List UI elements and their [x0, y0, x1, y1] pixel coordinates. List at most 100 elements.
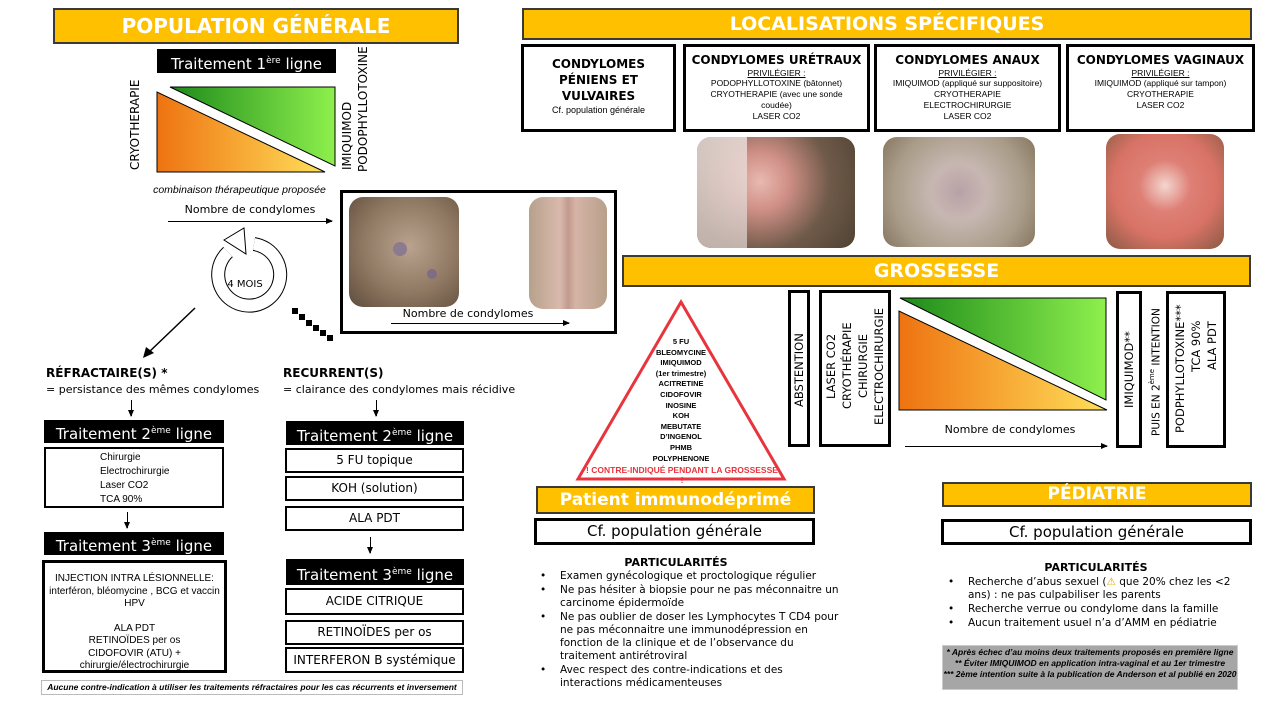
first-line-text: Traitement 1	[170, 55, 267, 73]
first-line-gradient-diagram	[156, 86, 336, 173]
card-item: PODOPHYLLOTOXINE (bâtonnet)	[710, 78, 843, 88]
recurrent-item-box: ALA PDT	[285, 506, 464, 531]
card-title: CONDYLOMES VAGINAUX	[1076, 53, 1245, 67]
card-item: CRYOTHERAPIE (avec une sonde coudée)	[710, 89, 843, 110]
combination-note: combinaison thérapeutique proposée	[153, 184, 326, 196]
second-intent-text: PUIS EN 2	[1150, 384, 1163, 437]
localisation-card-vaginaux: CONDYLOMES VAGINAUX PRIVILÉGIER : IMIQUI…	[1066, 44, 1255, 132]
immuno-particularites-title: PARTICULARITÉS	[624, 556, 728, 569]
refractory-down-arrow	[128, 400, 134, 417]
immuno-reference: Cf. population générale	[534, 518, 815, 545]
imiquimod-pregnancy-label: IMIQUIMOD**	[1122, 331, 1136, 409]
card-item: CRYOTHERAPIE	[1127, 89, 1194, 99]
population-footnote: Aucune contre-indication à utiliser les …	[41, 680, 463, 695]
lesion-dot	[427, 269, 437, 279]
immuno-header: Patient immunodéprimé	[536, 486, 815, 514]
imiquimod-box	[1116, 291, 1142, 448]
card-item: IMIQUIMOD (appliqué sur tampon)	[1094, 78, 1227, 88]
pregnancy-axis-label: Nombre de condylomes	[944, 423, 1076, 436]
card-title: CONDYLOMES URÉTRAUX	[691, 53, 862, 67]
recurrent-definition: = clairance des condylomes mais récidive	[283, 383, 516, 396]
label-suffix: ligne	[411, 566, 454, 584]
treatment-item: HPV	[124, 598, 145, 609]
treatment-item: chirurgie/électrochirurgie	[79, 660, 190, 671]
recurrent-item-box: INTERFERON B systémique	[285, 647, 464, 673]
refractory-title: RÉFRACTAIRE(S) *	[46, 366, 168, 380]
treatment-item: CIDOFOVIR (ATU) +	[88, 647, 181, 659]
first-line-label: Traitement 1ère ligne	[157, 49, 336, 73]
recurrent-item-box: KOH (solution)	[285, 476, 464, 501]
label-text: Traitement 3	[55, 537, 151, 555]
drug-item: ACITRETINE	[658, 379, 704, 389]
drug-item: 5 FU	[672, 337, 690, 346]
lesion-dot	[393, 242, 407, 256]
card-item: CRYOTHERAPIE	[934, 89, 1001, 99]
label-text: Traitement 2	[55, 425, 151, 443]
localisation-card-anaux: CONDYLOMES ANAUX PRIVILÉGIER : IMIQUIMOD…	[874, 44, 1061, 132]
refractory-definition: = persistance des mêmes condylomes	[46, 383, 260, 396]
treatment-item: interféron, bléomycine , BCG et vaccin	[49, 585, 220, 597]
card-item: Cf. population générale	[551, 105, 646, 115]
label-text: Traitement 2	[296, 427, 392, 445]
physical-treatments-box	[819, 290, 891, 447]
particularite-item: Aucun traitement usuel n’a d’AMM en pédi…	[942, 617, 1242, 630]
particularite-item: Recherche d’abus sexuel (⚠ que 20% chez …	[942, 576, 1242, 602]
second-intent-sup: ème	[1148, 369, 1156, 385]
drug-item: IMIQUIMOD	[660, 358, 702, 368]
other-topicals-box	[1166, 291, 1226, 448]
drug-item: BLEOMYCINE	[655, 347, 706, 357]
drug-item: POLYPHENONE	[652, 453, 710, 463]
contraindicated-drug-list: 5 FU BLEOMYCINE IMIQUIMOD (1er trimestre…	[631, 337, 731, 464]
legend-line: ** Éviter IMIQUIMOD en application intra…	[954, 658, 1226, 668]
card-title: CONDYLOMES ANAUX	[895, 53, 1040, 67]
label-sup: ème	[150, 426, 171, 436]
vaginal-photo	[1106, 134, 1224, 249]
first-line-suffix: ligne	[280, 55, 323, 73]
card-privilege: PRIVILÉGIER :	[747, 68, 806, 78]
many-condylomes-photo	[529, 197, 607, 309]
topical-wedge	[899, 297, 1107, 401]
cycle-arrow-icon	[211, 227, 288, 313]
card-item: LASER CO2	[752, 111, 801, 121]
item-text: Recherche d’abus sexuel (	[968, 576, 1107, 588]
condylome-count-arrow	[168, 218, 333, 224]
few-condylomes-photo	[349, 197, 459, 307]
drug-item: MEBUTATE	[660, 421, 702, 431]
treatment-item: Laser CO2	[100, 480, 149, 491]
label-suffix: ligne	[170, 425, 213, 443]
label-sup: ème	[150, 538, 171, 548]
pregnancy-axis-arrow	[905, 443, 1108, 449]
refractory-third-line-label: Traitement 3ème ligne	[44, 532, 224, 555]
photo-axis-label: Nombre de condylomes	[402, 307, 534, 320]
treatment-item: Chirurgie	[100, 452, 141, 463]
physical-item: CRYOTHÉRAPIE	[840, 322, 854, 410]
treatment-item	[45, 611, 224, 623]
drug-item: PHMB	[669, 442, 693, 452]
topical-item: TCA 90%	[1189, 320, 1203, 372]
drug-item: D’INGENOL	[660, 432, 702, 442]
contraindication-triangle	[575, 299, 787, 481]
pregnancy-gradient-diagram	[898, 297, 1108, 411]
topical-item: ALA PDT	[1205, 321, 1219, 371]
condylome-count-label: Nombre de condylomes	[184, 203, 316, 216]
immuno-particularites-list: Examen gynécologique et proctologique ré…	[534, 570, 844, 691]
particularite-item: Ne pas hésiter à biopsie pour ne pas méc…	[534, 584, 844, 610]
warning-icon: ⚠	[1106, 576, 1116, 588]
recurrent-down-arrow	[373, 400, 379, 417]
abstention-box	[788, 290, 810, 447]
particularite-item: Recherche verrue ou condylome dans la fa…	[942, 603, 1242, 616]
drug-item: INOSINE	[665, 400, 697, 410]
legend-line: *** 2ème intention suite à la publicatio…	[943, 669, 1237, 679]
imiquimod-label: IMIQUIMOD	[340, 101, 354, 171]
cycle-duration-label: 4 MOIS	[227, 279, 263, 290]
particularite-item: Examen gynécologique et proctologique ré…	[534, 570, 844, 583]
other-topicals-list: PODPHYLLOTOXINE*** TCA 90% ALA PDT	[1169, 296, 1223, 444]
card-privilege: PRIVILÉGIER :	[938, 68, 997, 78]
treatment-item: ALA PDT	[113, 622, 156, 634]
footnotes-legend: * Après échec d’au moins deux traitement…	[942, 645, 1238, 690]
treatment-item: TCA 90%	[100, 494, 143, 505]
refractory-third-line-box: INJECTION INTRA LÉSIONNELLE: interféron,…	[42, 560, 227, 673]
recurrent-title: RECURRENT(S)	[283, 366, 384, 380]
photo-axis-arrow	[391, 320, 570, 326]
pediatrie-particularites-title: PARTICULARITÉS	[1044, 561, 1148, 574]
